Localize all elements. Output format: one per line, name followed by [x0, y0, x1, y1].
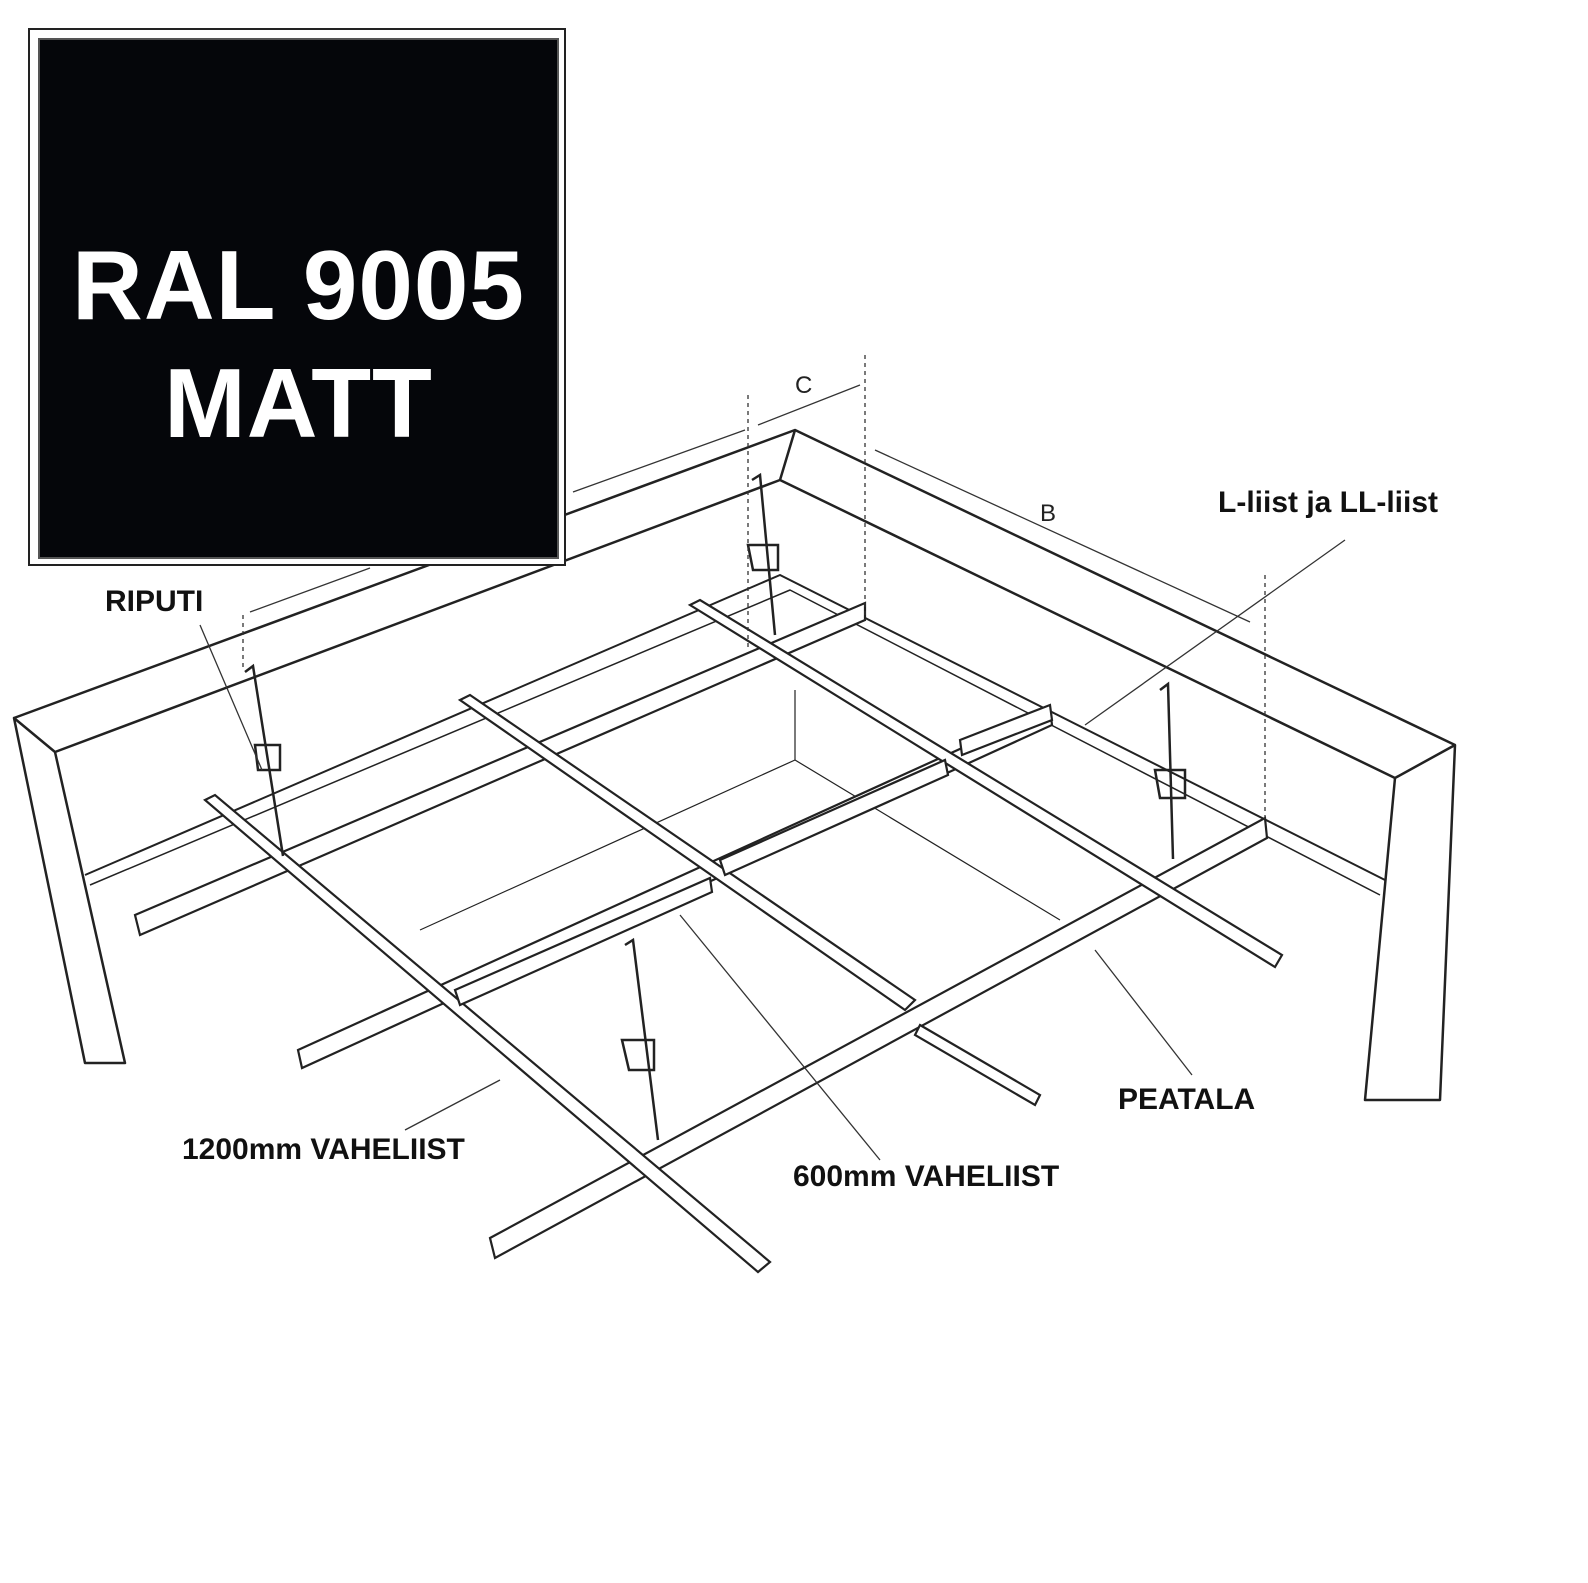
hanger-4 — [620, 937, 660, 1141]
cross-tee-1 — [203, 793, 772, 1274]
label-vaheliist-600: 600mm VAHELIIST — [793, 1160, 1060, 1193]
cross-tee-2 — [457, 693, 917, 1012]
leader-peatala — [1094, 949, 1193, 1076]
badge-ral-code: RAL 9005 — [72, 229, 525, 340]
color-badge-swatch: RAL 9005 MATT — [38, 38, 559, 559]
wall-left-block — [12, 716, 127, 1065]
dimension-c: C — [795, 372, 813, 399]
color-badge: RAL 9005 MATT — [28, 28, 566, 566]
cross-tee-600-2 — [453, 876, 714, 1007]
cross-tee-600-1 — [718, 758, 950, 877]
leader-riputi — [199, 624, 263, 771]
main-runner-1 — [133, 601, 867, 937]
label-vaheliist-1200: 1200mm VAHELIIST — [182, 1133, 465, 1166]
label-peatala: PEATALA — [1118, 1083, 1256, 1116]
cross-tee-600-3 — [958, 703, 1054, 757]
cross-tee-600-4 — [913, 1023, 1042, 1107]
main-runner-3 — [488, 816, 1269, 1260]
hanger-1 — [244, 663, 285, 857]
wall-right-block — [1363, 743, 1457, 1102]
hanger-3 — [1153, 681, 1187, 860]
hanger-2 — [746, 472, 780, 636]
label-riputi: RIPUTI — [105, 585, 204, 618]
label-l-liist: L-liist ja LL-liist — [1218, 486, 1439, 519]
leader-600 — [679, 914, 881, 1161]
cross-tee-3 — [687, 598, 1284, 969]
badge-finish: MATT — [164, 347, 433, 458]
leader-l-liist — [1084, 539, 1346, 726]
leader-1200 — [404, 1079, 501, 1131]
dimension-b: B — [1040, 500, 1057, 527]
